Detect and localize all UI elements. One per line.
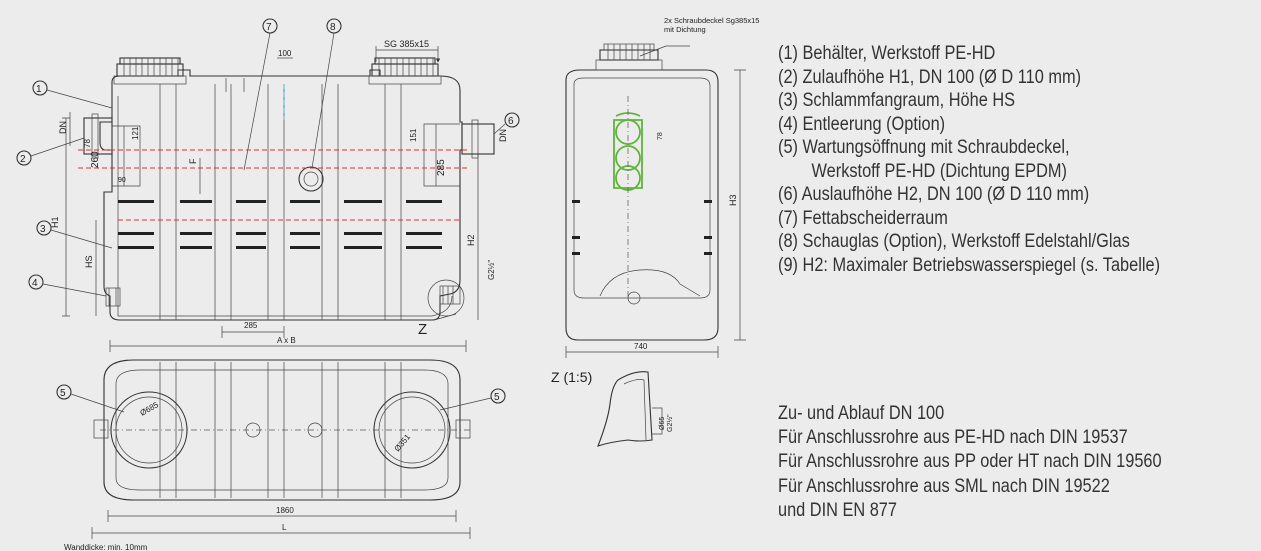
sight-glass — [298, 166, 324, 192]
note-1: Zu- und Ablauf DN 100 — [778, 403, 945, 424]
callout-6: 6 — [508, 116, 514, 127]
dim-axb: A x B — [277, 336, 296, 345]
callout-7: 7 — [266, 22, 272, 33]
note-4: Für Anschlussrohre aus SML nach DIN 1952… — [778, 475, 1110, 497]
front-ribs — [159, 78, 402, 320]
side-body-outline — [565, 69, 719, 341]
top-view: Ø685 Ø351 1860 L Wanddicke: min. 10mm — [64, 359, 471, 551]
dim-260: 260 — [90, 151, 101, 168]
note-2: Für Anschlussrohre aus PE-HD nach DIN 19… — [778, 427, 1128, 449]
note-3: Für Anschlussrohre aus PP oder HT nach D… — [778, 451, 1162, 473]
front-drain — [105, 287, 121, 307]
front-cap-right — [368, 57, 442, 85]
callout-1: 1 — [36, 84, 42, 95]
front-view: SG 385x15 100 H1 HS DN 78 260 121 90 F 1… — [50, 39, 508, 352]
callout-8: 8 — [330, 22, 336, 33]
top-body-outline — [103, 359, 461, 501]
dim-sg: SG 385x15 — [384, 39, 429, 49]
dim-l: L — [282, 523, 287, 532]
dim-1860: 1860 — [276, 506, 294, 515]
dim-hs: HS — [84, 255, 94, 268]
notes-list: Zu- und Ablauf DN 100 Für Anschlussrohre… — [778, 402, 1162, 523]
callout-5-right: 5 — [494, 392, 500, 403]
legend-item-5: (5) Wartungsöffnung mit Schraubdeckel, — [778, 137, 1070, 158]
dim-90: 90 — [118, 177, 126, 184]
detail-z: Z (1:5) Ø65 G2½" — [551, 369, 674, 447]
dim-dn-right: DN — [498, 129, 508, 142]
dim-100: 100 — [278, 49, 292, 58]
dim-phi351: Ø351 — [393, 432, 413, 453]
side-view: 78 H3 740 2x Schraubdeckel Sg385x15 mit … — [565, 16, 759, 358]
dim-h2: H2 — [466, 234, 476, 246]
front-cap-left — [113, 57, 187, 85]
dim-285-right: 285 — [436, 159, 447, 176]
dim-dn-left: DN — [58, 121, 68, 134]
dim-f: F — [188, 158, 198, 164]
dim-285-bottom: 285 — [244, 321, 258, 330]
front-inner-outline — [117, 96, 453, 317]
dim-121: 121 — [131, 126, 140, 140]
dim-phi685: Ø685 — [139, 400, 161, 418]
dim-h1: H1 — [50, 216, 60, 228]
technical-drawing: SG 385x15 100 H1 HS DN 78 260 121 90 F 1… — [16, 16, 759, 551]
dim-151: 151 — [409, 128, 418, 142]
legend-item-6: (6) Auslaufhöhe H2, DN 100 (Ø D 110 mm) — [778, 184, 1090, 205]
callout-2: 2 — [20, 154, 26, 165]
detail-z-label: Z (1:5) — [551, 369, 592, 385]
legend-item-8: (8) Schauglas (Option), Werkstoff Edelst… — [778, 231, 1130, 252]
legend-item-1: (1) Behälter, Werkstoff PE-HD — [778, 43, 996, 64]
wall-thickness: Wanddicke: min. 10mm — [64, 543, 148, 551]
legend-item-5-cont: Werkstoff PE-HD (Dichtung EPDM) — [811, 160, 1068, 182]
legend-item-3: (3) Schlammfangraum, Höhe HS — [778, 90, 1016, 111]
front-rib-bars — [118, 200, 442, 249]
front-dimensions: SG 385x15 100 H1 HS DN 78 260 121 90 F 1… — [50, 39, 508, 352]
dim-78-left: 78 — [83, 139, 92, 148]
cap-label-1: 2x Schraubdeckel Sg385x15 — [664, 16, 759, 25]
cap-label-2: mit Dichtung — [664, 25, 706, 34]
dim-g2-front: G2½" — [487, 260, 496, 280]
detail-z-circle — [427, 279, 465, 317]
callout-4: 4 — [32, 278, 38, 289]
callouts: 1 2 3 4 7 8 6 5 5 — [16, 18, 520, 413]
legend-item-2: (2) Zulaufhöhe H1, DN 100 (Ø D 110 mm) — [778, 66, 1082, 88]
legend-list: (1) Behälter, Werkstoff PE-HD (2) Zulauf… — [778, 42, 1160, 277]
callout-5-left: 5 — [60, 388, 66, 399]
legend-item-9: (9) H2: Maximaler Betriebswasserspiegel … — [778, 254, 1161, 276]
legend-item-7: (7) Fettabscheiderraum — [778, 207, 948, 229]
dim-h3: H3 — [728, 194, 738, 206]
dim-g2-detail: G2½" — [666, 414, 674, 432]
legend-item-4: (4) Entleerung (Option) — [778, 113, 946, 135]
dim-phi65: Ø65 — [659, 417, 666, 430]
callout-3: 3 — [40, 224, 46, 235]
front-inlet — [83, 113, 141, 187]
front-outlet — [423, 119, 495, 187]
dim-78-side: 78 — [657, 132, 664, 140]
dim-740: 740 — [634, 342, 648, 351]
note-5: und DIN EN 877 — [778, 499, 897, 521]
front-body-outline — [99, 69, 463, 321]
label-z: Z — [418, 321, 427, 338]
